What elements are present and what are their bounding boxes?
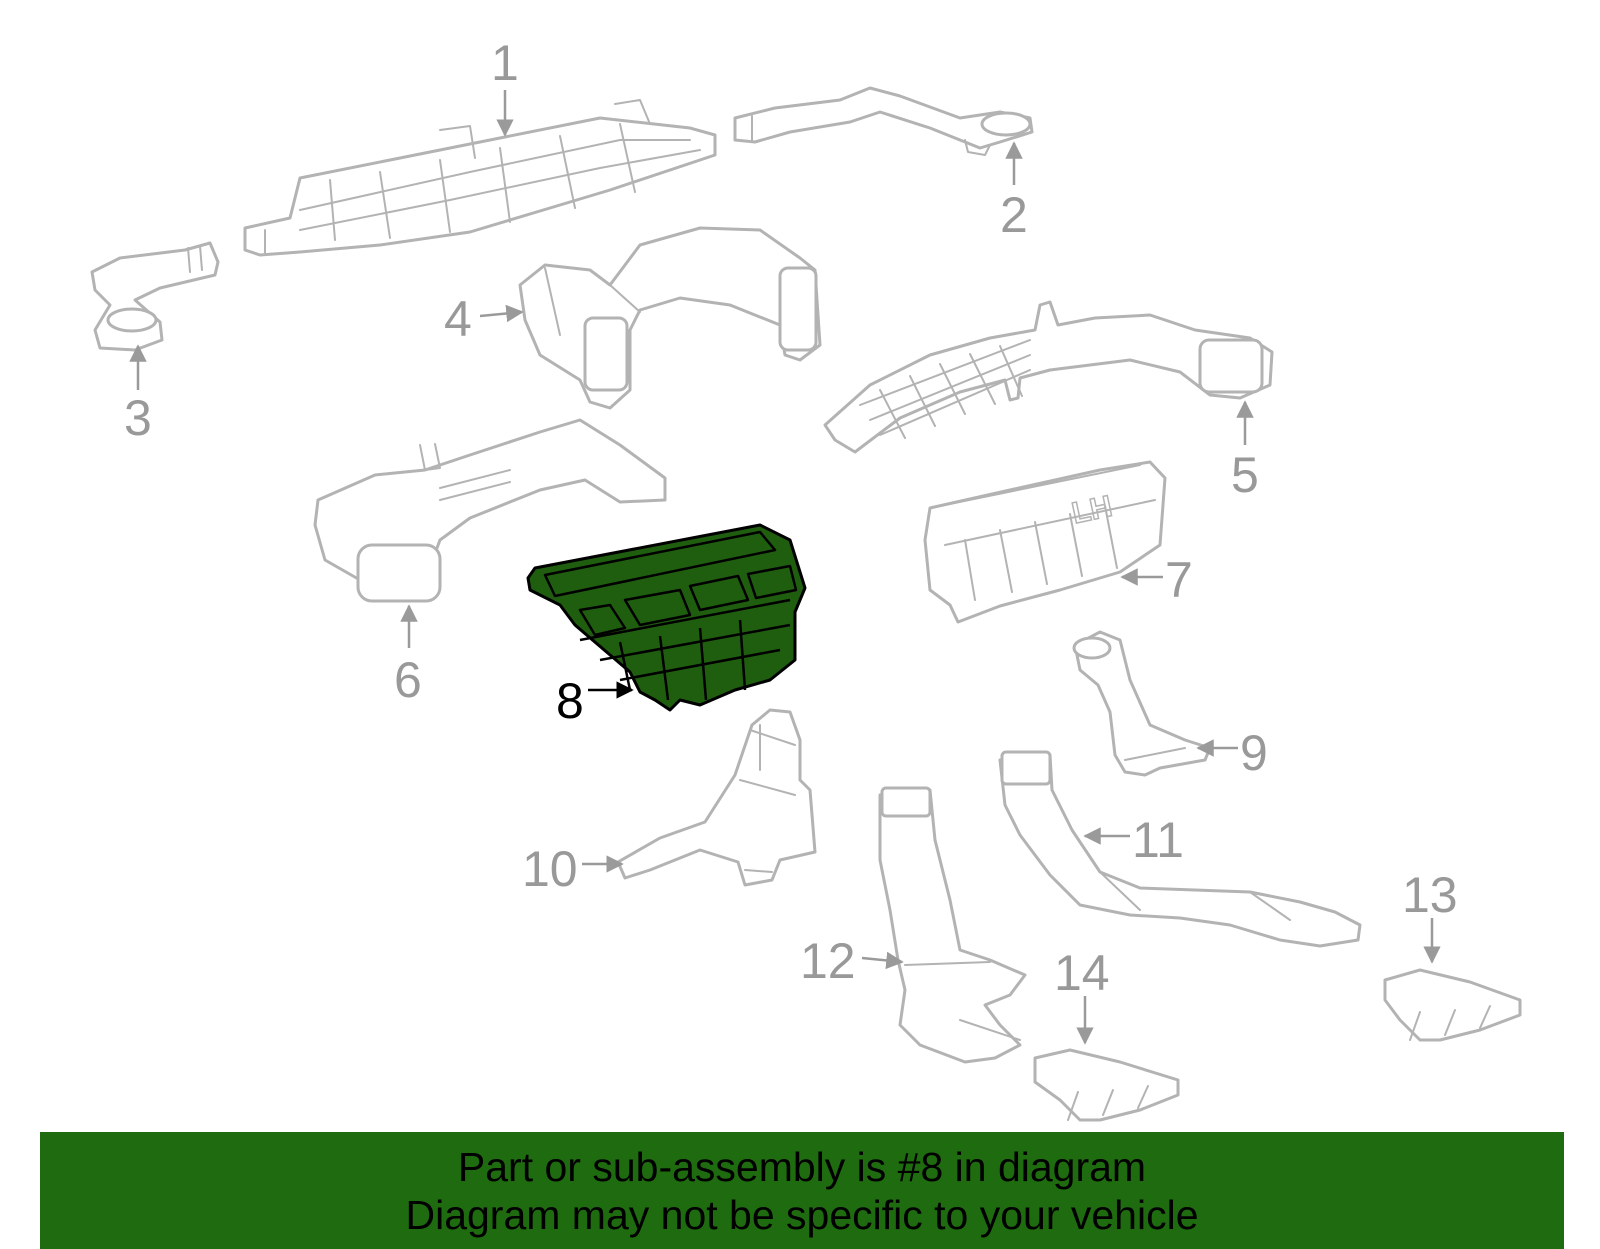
callout-11[interactable]: 11 xyxy=(1132,812,1184,868)
callout-labels: 1 2 3 4 5 6 7 8 9 10 11 12 13 14 xyxy=(124,35,1458,1001)
part-2-side-duct[interactable] xyxy=(733,86,1034,156)
part-3-left-duct[interactable] xyxy=(90,241,220,352)
callout-9[interactable]: 9 xyxy=(1240,725,1268,781)
part-9-bracket[interactable] xyxy=(1072,630,1212,777)
part-8-register-assembly-highlighted[interactable] xyxy=(526,523,807,712)
banner-line-part: Part or sub-assembly is #8 in diagram xyxy=(457,1143,1147,1190)
callout-5[interactable]: 5 xyxy=(1231,447,1259,503)
callout-7[interactable]: 7 xyxy=(1165,552,1193,608)
part-6-left-lower-duct[interactable] xyxy=(313,418,667,603)
callout-12[interactable]: 12 xyxy=(800,933,856,989)
part-5-right-duct[interactable] xyxy=(823,300,1274,454)
callout-6[interactable]: 6 xyxy=(394,652,422,708)
callout-3[interactable]: 3 xyxy=(124,390,152,446)
part-12-vertical-duct[interactable] xyxy=(878,786,1027,1064)
parts-diagram: LH xyxy=(90,35,1522,1122)
part-7-register-housing[interactable]: LH xyxy=(923,460,1167,624)
callout-4[interactable]: 4 xyxy=(444,291,472,347)
info-banner: Part or sub-assembly is #8 in diagram Di… xyxy=(40,1132,1564,1249)
part-11-long-floor-duct[interactable] xyxy=(998,750,1362,948)
callout-2[interactable]: 2 xyxy=(1000,187,1028,243)
part-4-center-duct[interactable] xyxy=(518,226,822,410)
callout-13[interactable]: 13 xyxy=(1402,867,1458,923)
part-14-outlet[interactable] xyxy=(1033,1048,1180,1122)
callout-10[interactable]: 10 xyxy=(522,841,578,897)
callout-1[interactable]: 1 xyxy=(491,35,519,91)
callout-14[interactable]: 14 xyxy=(1054,945,1110,1001)
part-10-floor-duct[interactable] xyxy=(616,708,817,887)
part-13-outlet[interactable] xyxy=(1383,968,1522,1042)
callout-lines xyxy=(129,90,1441,1045)
callout-8[interactable]: 8 xyxy=(556,673,584,729)
banner-line-disclaimer: Diagram may not be specific to your vehi… xyxy=(405,1191,1199,1238)
part-1-dash-duct[interactable] xyxy=(243,99,717,257)
